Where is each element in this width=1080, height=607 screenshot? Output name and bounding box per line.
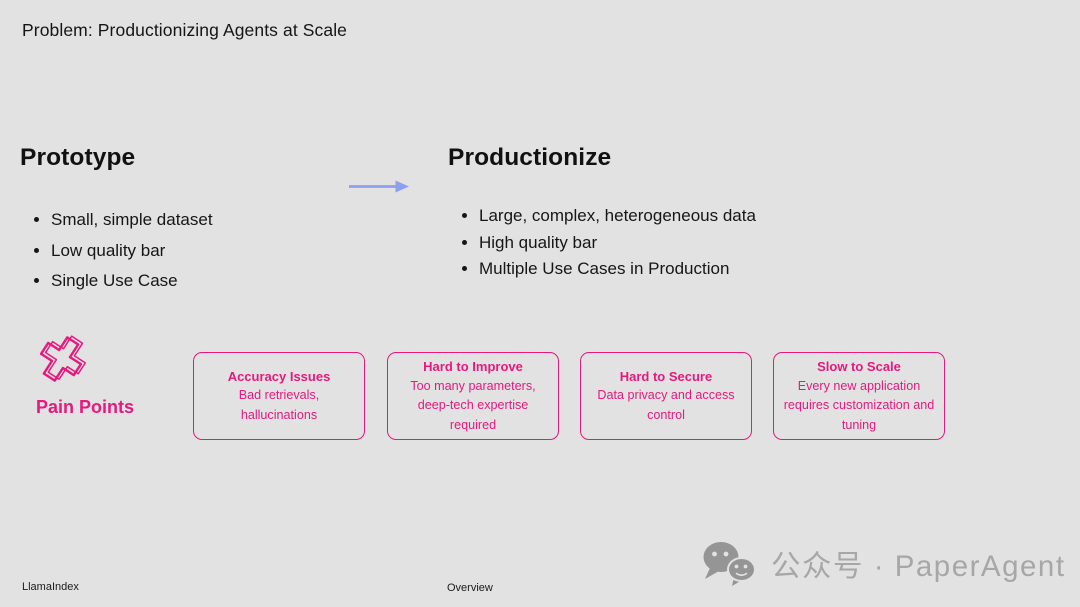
- productionize-heading: Productionize: [448, 144, 612, 171]
- pain-card-body: Data privacy and access control: [597, 388, 735, 422]
- slide-title: Problem: Productionizing Agents at Scale: [22, 20, 348, 40]
- pain-card-title: Hard to Secure: [619, 368, 713, 384]
- pain-card-title: Accuracy Issues: [227, 368, 331, 384]
- right-arrow-icon: [349, 180, 409, 193]
- footer-section-label: Overview: [447, 582, 493, 594]
- pain-card-accuracy: Accuracy Issues Bad retrievals, hallucin…: [193, 352, 365, 440]
- pain-card-body: Bad retrievals, hallucinations: [238, 388, 320, 422]
- pain-card-body: Too many parameters, deep-tech expertise…: [410, 378, 536, 432]
- prototype-heading: Prototype: [20, 144, 136, 171]
- watermark: 公众号 · PaperAgent: [700, 538, 1066, 590]
- pain-card-title: Slow to Scale: [817, 359, 901, 374]
- prototype-bullet: Low quality bar: [51, 236, 370, 267]
- pain-card-secure: Hard to Secure Data privacy and access c…: [580, 352, 752, 440]
- watermark-text: 公众号 · PaperAgent: [771, 550, 1066, 583]
- prototype-bullet: Single Use Case: [51, 266, 370, 297]
- footer-brand-label: LlamaIndex: [22, 581, 79, 593]
- wechat-icon: [703, 542, 756, 586]
- pain-card-title: Hard to Improve: [423, 359, 523, 374]
- pain-card-scale: Slow to Scale Every new application requ…: [773, 352, 945, 440]
- prototype-section: Prototype Small, simple dataset Low qual…: [20, 144, 370, 297]
- productionize-section: Productionize Large, complex, heterogene…: [448, 144, 918, 283]
- pain-card-improve: Hard to Improve Too many parameters, dee…: [387, 352, 559, 440]
- productionize-bullet: High quality bar: [479, 230, 918, 257]
- cross-sparkle-icon: [39, 335, 87, 382]
- productionize-bullet-list: Large, complex, heterogeneous data High …: [448, 203, 918, 283]
- prototype-bullet: Small, simple dataset: [51, 205, 370, 236]
- pain-card-body: Every new application requires customiza…: [783, 378, 935, 432]
- productionize-bullet: Large, complex, heterogeneous data: [479, 203, 918, 230]
- prototype-bullet-list: Small, simple dataset Low quality bar Si…: [20, 205, 370, 297]
- pain-points-label: Pain Points: [36, 397, 135, 417]
- productionize-bullet: Multiple Use Cases in Production: [479, 256, 918, 283]
